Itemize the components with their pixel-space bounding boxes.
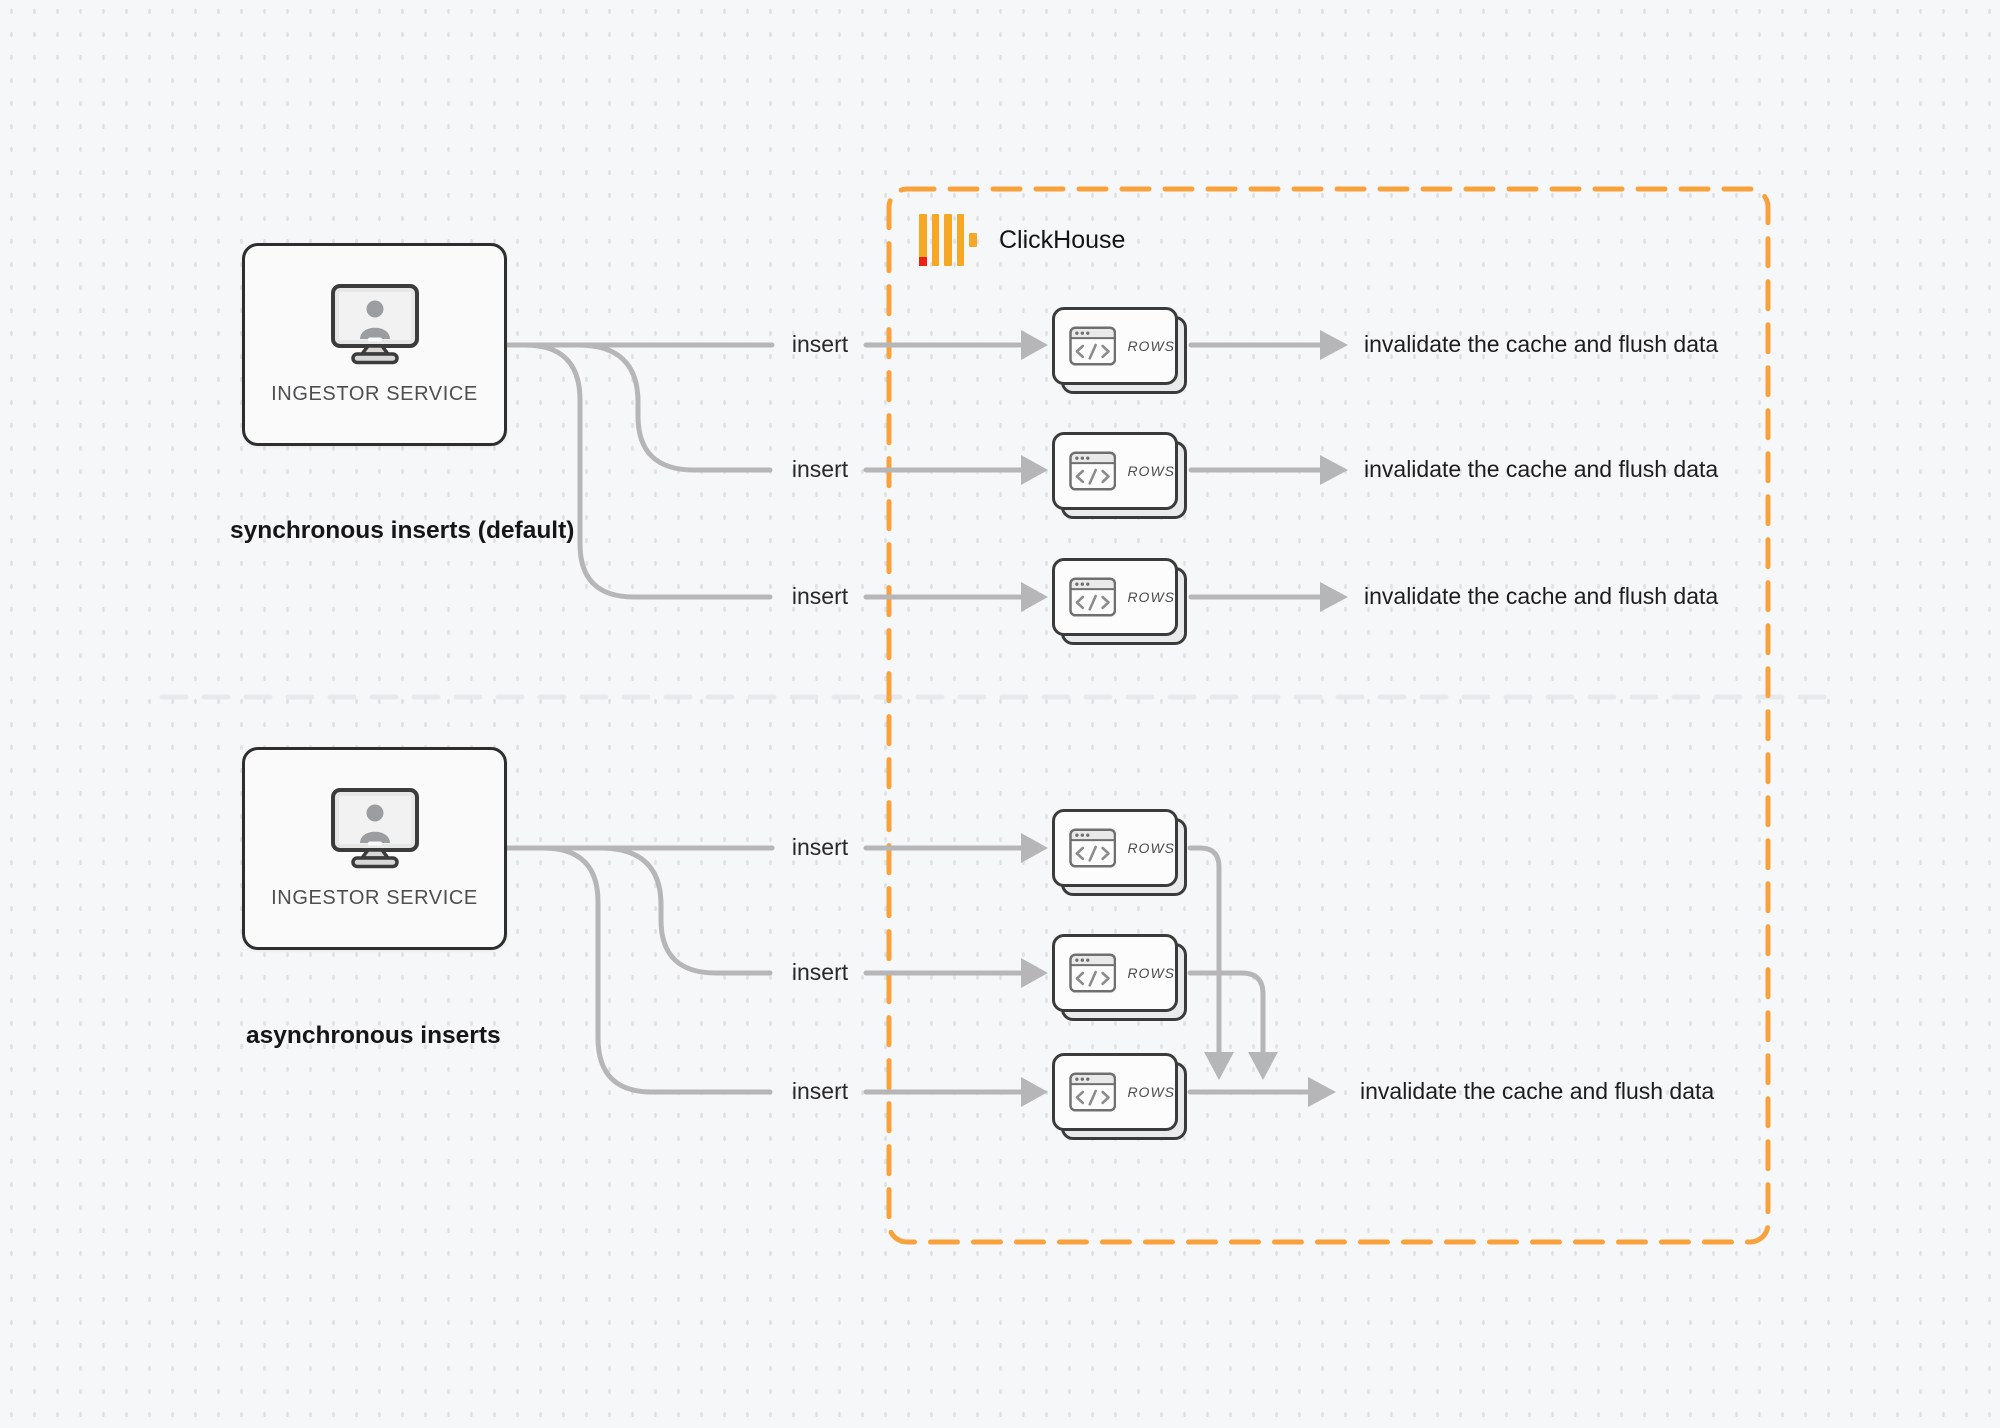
result-label: invalidate the cache and flush data xyxy=(1364,456,1719,482)
clickhouse-boundary-box xyxy=(886,186,1771,1245)
async-caption: asynchronous inserts xyxy=(246,1022,501,1049)
rows-card: ROWS xyxy=(1052,558,1187,645)
rows-tag: ROWS xyxy=(1127,840,1175,856)
insert-label: insert xyxy=(791,456,849,482)
insert-label: insert xyxy=(791,331,849,357)
clickhouse-logo-icon xyxy=(919,214,977,266)
rows-card: ROWS xyxy=(1052,934,1187,1021)
rows-card: ROWS xyxy=(1052,809,1187,896)
monitor-user-icon xyxy=(330,788,419,869)
rows-card: ROWS xyxy=(1052,307,1187,394)
sync-ingestor-service-box: INGESTOR SERVICE xyxy=(242,243,507,446)
rows-tag: ROWS xyxy=(1127,589,1175,605)
code-window-icon xyxy=(1069,326,1117,366)
code-window-icon xyxy=(1069,953,1117,993)
insert-label: insert xyxy=(791,583,849,609)
clickhouse-label: ClickHouse xyxy=(999,225,1126,254)
sync-caption: synchronous inserts (default) xyxy=(230,517,575,544)
code-window-icon xyxy=(1069,828,1117,868)
code-window-icon xyxy=(1069,577,1117,617)
sync-ingestor-label: INGESTOR SERVICE xyxy=(271,383,478,405)
insert-label: insert xyxy=(791,834,849,860)
rows-card: ROWS xyxy=(1052,1053,1187,1140)
clickhouse-header: ClickHouse xyxy=(919,214,1125,266)
rows-tag: ROWS xyxy=(1127,338,1175,354)
result-label: invalidate the cache and flush data xyxy=(1364,583,1719,609)
insert-label: insert xyxy=(791,959,849,985)
monitor-user-icon xyxy=(330,284,419,365)
insert-label: insert xyxy=(791,1078,849,1104)
rows-card: ROWS xyxy=(1052,432,1187,519)
async-ingestor-service-box: INGESTOR SERVICE xyxy=(242,747,507,950)
async-ingestor-label: INGESTOR SERVICE xyxy=(271,887,478,909)
rows-tag: ROWS xyxy=(1127,1084,1175,1100)
code-window-icon xyxy=(1069,1072,1117,1112)
rows-tag: ROWS xyxy=(1127,463,1175,479)
code-window-icon xyxy=(1069,451,1117,491)
rows-tag: ROWS xyxy=(1127,965,1175,981)
result-label: invalidate the cache and flush data xyxy=(1360,1078,1715,1104)
result-label: invalidate the cache and flush data xyxy=(1364,331,1719,357)
